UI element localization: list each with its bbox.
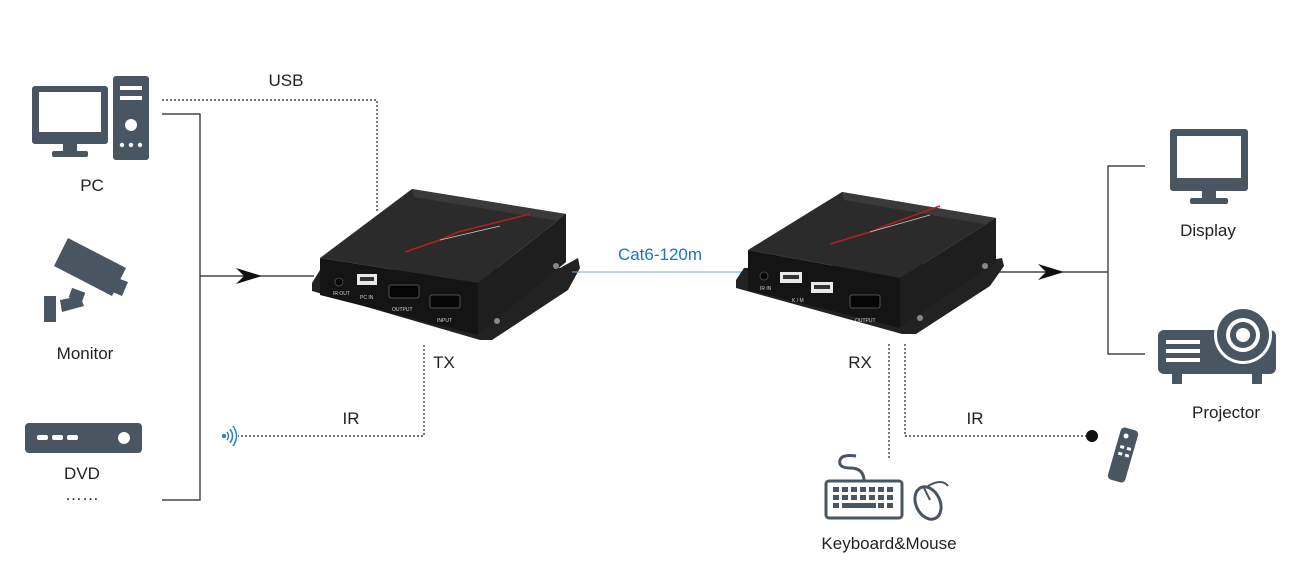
mouse-icon <box>913 481 949 521</box>
remote-icon <box>1107 427 1139 483</box>
monitor-label: Monitor <box>57 344 114 363</box>
rx-label: RX <box>848 353 872 372</box>
tx-pc-in-label: PC IN <box>360 295 374 301</box>
display-icon <box>1170 129 1248 204</box>
tx-output-label: OUTPUT <box>392 307 413 313</box>
camera-icon <box>44 238 128 322</box>
tx-label: TX <box>433 353 455 372</box>
arrow-right-icon <box>1038 264 1064 280</box>
ir-left-label: IR <box>343 409 360 428</box>
rx-ir-in-label: IR IN <box>760 286 772 292</box>
ir-end-dot <box>1086 430 1098 442</box>
projector-label: Projector <box>1192 403 1260 422</box>
ir-right-label: IR <box>967 409 984 428</box>
dvd-label: DVD <box>64 464 100 483</box>
keyboard-mouse-label: Keyboard&Mouse <box>821 534 956 553</box>
display-label: Display <box>1180 221 1236 240</box>
ir-rx-dotted-line <box>904 344 1090 437</box>
dvd-more-label: …… <box>65 485 99 504</box>
arrow-right-icon <box>236 268 262 284</box>
display-bracket-line <box>1107 165 1145 355</box>
keyboard-icon <box>824 454 904 520</box>
tx-input-label: INPUT <box>437 318 452 324</box>
projector-icon <box>1158 306 1276 384</box>
cable-label: Cat6-120m <box>618 245 702 264</box>
pc-label: PC <box>80 176 104 195</box>
dvd-icon <box>25 423 142 453</box>
source-bracket-line <box>162 113 201 501</box>
ir-tx-dotted-line <box>238 345 425 437</box>
rx-output-label: OUTPUT <box>855 318 876 324</box>
ir-receiver-icon <box>221 425 238 447</box>
pc-icon <box>32 76 149 160</box>
rx-device: IR IN K / M OUTPUT <box>736 192 1004 334</box>
tx-device: IR OUT PC IN OUTPUT INPUT <box>312 189 580 340</box>
tx-ir-out-label: IR OUT <box>333 291 350 297</box>
rx-km-label: K / M <box>792 298 804 304</box>
usb-dotted-line <box>162 99 378 212</box>
usb-label: USB <box>269 71 304 90</box>
